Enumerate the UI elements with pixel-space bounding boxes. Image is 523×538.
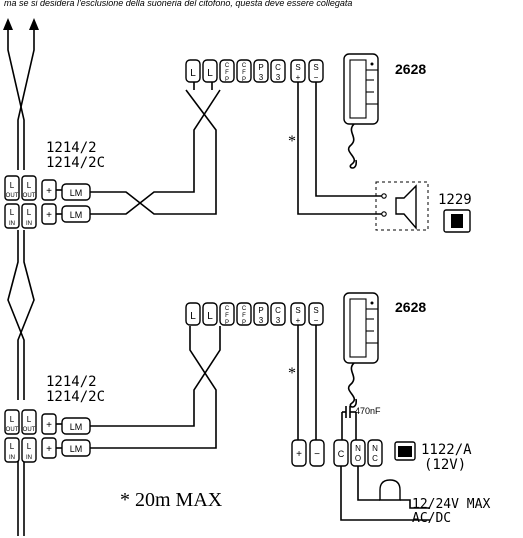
terminal-out-l: L bbox=[27, 415, 32, 424]
terminal-l: L bbox=[190, 68, 196, 79]
terminal-in-l: L bbox=[10, 442, 15, 451]
terminal-in-l: L bbox=[27, 208, 32, 217]
device-1122-label-1: 1122/A bbox=[421, 442, 472, 458]
terminal-s: S bbox=[295, 63, 300, 72]
terminal-c: C bbox=[225, 63, 230, 69]
terminal-s-plus: + bbox=[296, 316, 301, 325]
terminal-lm: LM bbox=[70, 210, 83, 220]
terminal-s: S bbox=[313, 306, 318, 315]
supply-label-2: AC/DC bbox=[412, 511, 451, 526]
terminal-f: F bbox=[242, 70, 246, 76]
device-1122-label-2: (12V) bbox=[424, 457, 466, 473]
terminal-c: C bbox=[275, 63, 281, 72]
terminal-lm: LM bbox=[70, 444, 83, 454]
terminal-s: S bbox=[295, 306, 300, 315]
terminal-s-minus: − bbox=[314, 73, 319, 82]
terminal-l: L bbox=[190, 311, 196, 322]
module-bottom-code-1: 1214/2 bbox=[46, 374, 97, 390]
terminal-out-sub: OUT bbox=[23, 427, 36, 433]
wiring-supply: 12/24V MAX AC/DC bbox=[340, 466, 490, 526]
device-2628-top-label: 2628 bbox=[395, 61, 426, 77]
arrow-up-icon bbox=[29, 18, 39, 30]
sounder-1229: 1229 bbox=[375, 181, 472, 233]
wiring-bottom-relay: * bbox=[288, 325, 317, 440]
module-top-code-2: 1214/2C bbox=[46, 155, 105, 171]
speaker-icon bbox=[395, 184, 417, 230]
device-2628-bottom-label: 2628 bbox=[395, 299, 426, 315]
terminal-out-l: L bbox=[10, 415, 15, 424]
capacitor-470nf: 470nF bbox=[341, 406, 381, 430]
terminal-f: F bbox=[242, 313, 246, 319]
terminal-c: C bbox=[242, 306, 247, 312]
terminal-p: P bbox=[258, 63, 263, 72]
terminal-c: C bbox=[338, 449, 345, 459]
terminal-lm: LM bbox=[70, 422, 83, 432]
device-1229-label: 1229 bbox=[438, 192, 472, 208]
terminal-o: O bbox=[355, 454, 361, 463]
terminal-n: N bbox=[355, 444, 361, 453]
terminal-p: P bbox=[225, 320, 229, 326]
wiring-bottom-lm bbox=[56, 326, 221, 449]
terminal-f: F bbox=[225, 313, 229, 319]
terminal-c: C bbox=[275, 306, 281, 315]
relay-terminal-block: + − C N O N C bbox=[291, 430, 383, 467]
terminal-plus: + bbox=[46, 210, 52, 221]
module-bottom-code-2: 1214/2C bbox=[46, 389, 105, 405]
terminal-s: S bbox=[313, 63, 318, 72]
terminal-out-l: L bbox=[10, 181, 15, 190]
terminal-c: C bbox=[372, 454, 378, 463]
terminal-in-sub: IN bbox=[26, 455, 32, 461]
terminal-minus: − bbox=[314, 449, 320, 460]
terminal-p: P bbox=[258, 306, 263, 315]
terminal-l: L bbox=[207, 311, 213, 322]
terminal-plus: + bbox=[296, 449, 302, 460]
arrow-up-icon bbox=[3, 18, 13, 30]
wiring-top-sounder: * bbox=[288, 82, 382, 215]
handset-2628-bottom: 2628 bbox=[343, 292, 426, 408]
terminal-3: 3 bbox=[276, 316, 281, 325]
terminal-p: P bbox=[242, 77, 246, 83]
terminal-in-l: L bbox=[10, 208, 15, 217]
max-distance-note: * 20m MAX bbox=[120, 489, 223, 511]
terminal-out-l: L bbox=[27, 181, 32, 190]
terminal-p: P bbox=[242, 320, 246, 326]
terminal-s-plus: + bbox=[296, 73, 301, 82]
supply-label-1: 12/24V MAX bbox=[412, 497, 490, 512]
terminal-3: 3 bbox=[259, 73, 264, 82]
bell-icon bbox=[379, 479, 401, 501]
bus-riser bbox=[3, 18, 39, 536]
header-text: ma se si desidera l'esclusione della suo… bbox=[4, 0, 352, 8]
asterisk-top: * bbox=[288, 133, 296, 150]
terminal-p: P bbox=[225, 77, 229, 83]
terminal-f: F bbox=[225, 70, 229, 76]
terminal-3: 3 bbox=[259, 316, 264, 325]
terminal-strip-top: L L C F P C F P P 3 C 3 S + S − bbox=[185, 59, 324, 83]
terminal-c: C bbox=[242, 63, 247, 69]
terminal-plus: + bbox=[46, 444, 52, 455]
terminal-3: 3 bbox=[276, 73, 281, 82]
wiring-top-lm bbox=[56, 80, 221, 215]
terminal-l: L bbox=[207, 68, 213, 79]
terminal-plus: + bbox=[46, 186, 52, 197]
terminal-strip-bottom: L L C F P C F P P 3 C 3 S + S − bbox=[185, 302, 324, 326]
module-top-code-1: 1214/2 bbox=[46, 140, 97, 156]
terminal-plus: + bbox=[46, 420, 52, 431]
terminal-c: C bbox=[225, 306, 230, 312]
terminal-in-l: L bbox=[27, 442, 32, 451]
terminal-in-sub: IN bbox=[26, 221, 32, 227]
terminal-lm: LM bbox=[70, 188, 83, 198]
terminal-out-sub: OUT bbox=[6, 427, 19, 433]
relay-1122a: 1122/A (12V) bbox=[394, 441, 472, 473]
terminal-in-sub: IN bbox=[9, 455, 15, 461]
capacitor-label: 470nF bbox=[355, 406, 381, 416]
terminal-s-minus: − bbox=[314, 316, 319, 325]
interface-module-bottom: 1214/2 1214/2C L OUT L OUT L IN L IN + +… bbox=[4, 374, 105, 463]
terminal-out-sub: OUT bbox=[6, 193, 19, 199]
terminal-in-sub: IN bbox=[9, 221, 15, 227]
terminal-n: N bbox=[372, 444, 378, 453]
terminal-out-sub: OUT bbox=[23, 193, 36, 199]
handset-2628-top: 2628 bbox=[343, 53, 426, 169]
asterisk-bottom: * bbox=[288, 365, 296, 382]
